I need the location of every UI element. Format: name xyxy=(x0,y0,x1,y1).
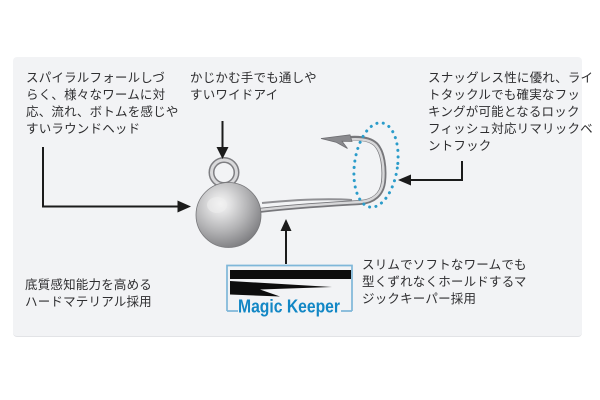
callout-line: トタックルでも確実なフッ xyxy=(428,88,581,102)
callout-hard-material: 底質感知能力を高める ハードマテリアル採用 xyxy=(25,277,152,311)
callout-line: 応、流れ、ボトムを感じや xyxy=(26,105,179,119)
callout-line: すいラウンドヘッド xyxy=(26,122,141,136)
callout-line: ジックキーパー採用 xyxy=(362,292,477,306)
callout-line: キングが可能となるロック xyxy=(428,105,580,119)
callout-line: すいワイドアイ xyxy=(190,88,279,102)
callout-line: 底質感知能力を高める xyxy=(25,278,153,292)
callout-line: スナッグレス性に優れ、ライ xyxy=(428,71,594,85)
callout-magic-keeper: スリムでソフトなワームでも 型くずれなくホールドするマ ジックキーパー採用 xyxy=(362,257,527,308)
callout-line: ハードマテリアル採用 xyxy=(25,295,152,309)
callout-bent-hook: スナッグレス性に優れ、ライ トタックルでも確実なフッ キングが可能となるロック … xyxy=(428,70,593,155)
callout-line: スパイラルフォールしづ xyxy=(26,71,165,85)
callout-line: ントフック xyxy=(428,139,492,153)
callout-line: スリムでソフトなワームでも xyxy=(362,258,527,272)
callout-wide-eye: かじかむ手でも通しや すいワイドアイ xyxy=(190,70,317,104)
callout-round-head: スパイラルフォールしづ らく、様々なワームに対 応、流れ、ボトムを感じや すいラ… xyxy=(26,70,179,138)
callout-line: 型くずれなくホールドするマ xyxy=(362,275,527,289)
callout-line: フィッシュ対応リマリックベ xyxy=(428,122,593,136)
callout-line: らく、様々なワームに対 xyxy=(26,88,166,102)
callout-line: かじかむ手でも通しや xyxy=(190,71,317,85)
